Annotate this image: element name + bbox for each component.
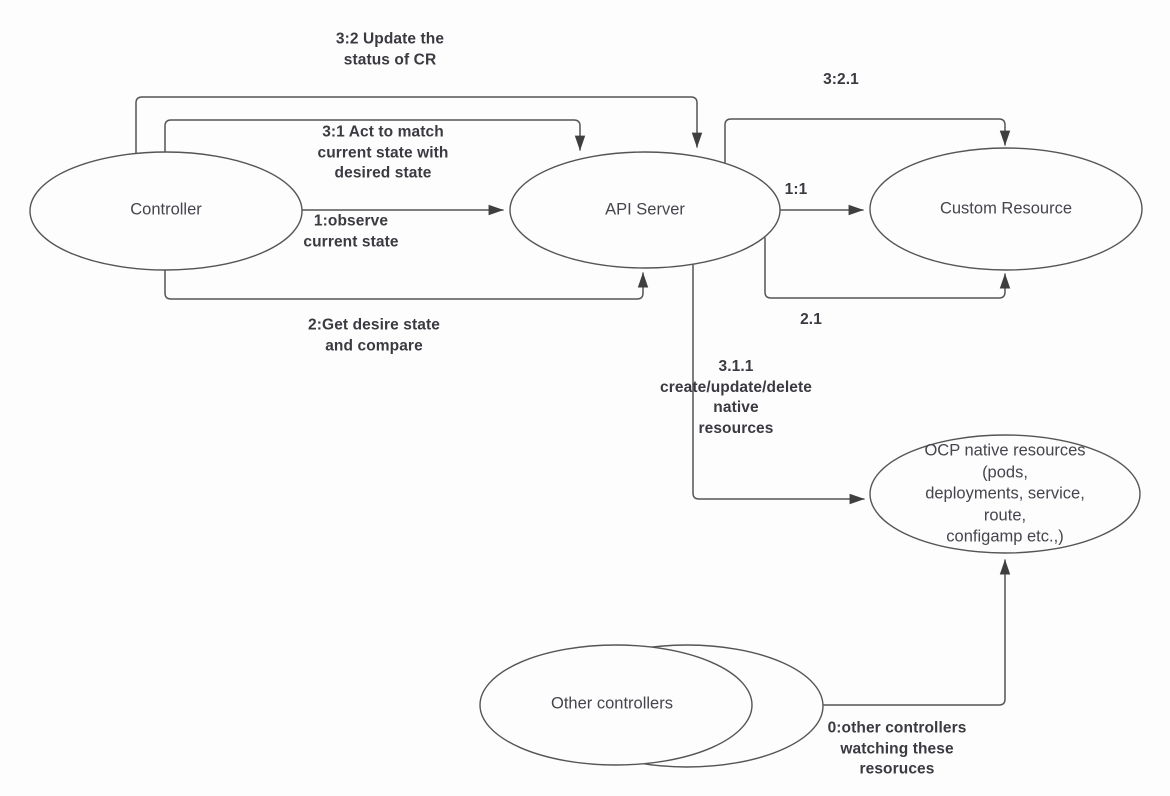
custom-resource-node: [869, 147, 1143, 271]
controller-node-label: Controller: [130, 200, 202, 219]
edge-0-arrow: [823, 559, 1011, 706]
edge-1-label: 1:observe current state: [303, 212, 399, 251]
edge-3-1-1-arrow: [692, 263, 865, 505]
edge-3-2-1-arrow: [724, 118, 1011, 164]
edge-2-1-label: 2.1: [800, 310, 822, 328]
edge-3-2-1-label: 3:2.1: [823, 70, 859, 88]
edge-0-label: 0:other controllers watching these resor…: [827, 719, 967, 778]
edge-3-1-1-label: 3.1.1 create/update/delete native resour…: [660, 358, 812, 437]
ocp-native-resources-node-label: OCP native resources (pods, deployments,…: [924, 441, 1086, 546]
controller-node: [29, 151, 303, 271]
custom-resource-node-label: Custom Resource: [939, 199, 1073, 218]
edge-3-1-arrow: [164, 119, 586, 152]
edge-2-label: 2:Get desire state and compare: [308, 316, 440, 355]
edge-3-2-arrow: [135, 96, 703, 154]
edge-2-arrow: [164, 269, 649, 300]
edge-1-1-label: 1:1: [784, 180, 808, 198]
ocp-native-resources-node: [869, 434, 1141, 554]
api-server-node-label: API Server: [605, 200, 685, 219]
edge-3-2-label: 3:2 Update the status of CR: [335, 30, 445, 69]
edge-2-1-arrow: [764, 237, 1011, 299]
edge-3-1-label: 3:1 Act to match current state with desi…: [317, 123, 449, 182]
other-controllers-node-label: Other controllers: [551, 694, 673, 713]
api-server-node: [509, 151, 781, 269]
other-controllers-node: [479, 644, 753, 766]
